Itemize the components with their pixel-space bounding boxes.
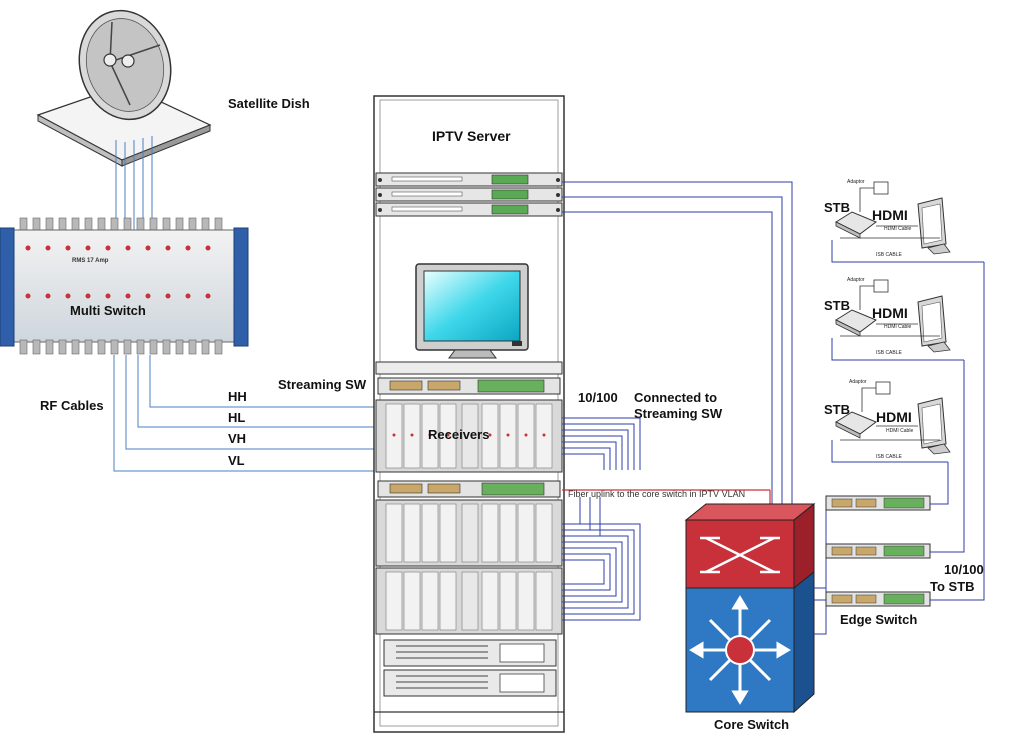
adaptor-label: Adaptor — [847, 277, 865, 283]
streaming-switch-device — [375, 361, 563, 395]
stb-unit-2: Adaptor STB HDMI HDMI Cable ISB CABLE — [824, 277, 951, 356]
monitor-icon — [415, 263, 529, 359]
satellite-dish-label: Satellite Dish — [228, 96, 310, 111]
stb-label: STB — [824, 402, 850, 417]
receivers-chassis-2 — [375, 499, 563, 567]
polarity-hh: HH — [228, 389, 247, 404]
stb-unit-1: Adaptor STB HDMI HDMI Cable ISB CABLE — [824, 179, 951, 258]
hdmi-label: HDMI — [872, 207, 908, 223]
connected-to-label: Connected to — [634, 390, 717, 405]
adaptor-label: Adaptor — [849, 379, 867, 385]
server-to-core-cables — [562, 181, 793, 505]
receivers-label: Receivers — [428, 427, 489, 442]
rf-cables-label: RF Cables — [40, 398, 104, 413]
core-switch-label: Core Switch — [714, 717, 789, 732]
connected-to-target-label: Streaming SW — [634, 406, 723, 421]
isb-cable-label: ISB CABLE — [876, 350, 903, 356]
polarity-hl: HL — [228, 410, 245, 425]
rack-uplink-switch — [377, 480, 561, 498]
multi-switch-model: RMS 17 Amp — [72, 258, 109, 264]
stb-unit-3: Adaptor STB HDMI HDMI Cable ISB CABLE — [824, 379, 951, 460]
polarity-labels: HH HL VH VL — [228, 389, 247, 468]
receivers-chassis — [375, 399, 563, 473]
fiber-uplink-label: Fiber uplink to the core switch in IPTV … — [568, 489, 745, 499]
multi-switch-device: RMS 17 Amp — [0, 217, 249, 355]
edge-switch-devices — [825, 495, 931, 607]
rf-cables — [113, 355, 378, 472]
polarity-vl: VL — [228, 453, 245, 468]
adaptor-label: Adaptor — [847, 179, 865, 185]
stb-label: STB — [824, 200, 850, 215]
isb-cable-label: ISB CABLE — [876, 252, 903, 258]
edge-to-stb-cables — [831, 240, 985, 601]
hdmi-cable-label: HDMI Cable — [884, 324, 911, 330]
speed-label: 10/100 — [578, 390, 618, 405]
polarity-vh: VH — [228, 431, 246, 446]
edge-switch-label: Edge Switch — [840, 612, 917, 627]
hdmi-cable-label: HDMI Cable — [886, 428, 913, 434]
streaming-sw-label: Streaming SW — [278, 377, 367, 392]
hdmi-label: HDMI — [872, 305, 908, 321]
to-stb-speed-label: 10/100 — [944, 562, 984, 577]
multi-switch-label: Multi Switch — [70, 303, 146, 318]
chassis-fan-cables — [562, 497, 641, 621]
iptv-server-label: IPTV Server — [432, 128, 511, 144]
power-supply-units — [383, 639, 557, 697]
iptv-server-units — [375, 172, 563, 217]
dish-feed-cables — [115, 136, 153, 230]
isb-cable-label: ISB CABLE — [876, 454, 903, 460]
core-to-edge-cables — [814, 505, 827, 635]
to-stb-label: To STB — [930, 579, 975, 594]
receivers-chassis-3 — [375, 567, 563, 635]
core-switch-icon — [684, 502, 816, 714]
hdmi-label: HDMI — [876, 409, 912, 425]
receiver-to-streaming-cables — [562, 417, 641, 470]
stb-label: STB — [824, 298, 850, 313]
hdmi-cable-label: HDMI Cable — [884, 226, 911, 232]
satellite-dish-icon — [36, 9, 212, 167]
